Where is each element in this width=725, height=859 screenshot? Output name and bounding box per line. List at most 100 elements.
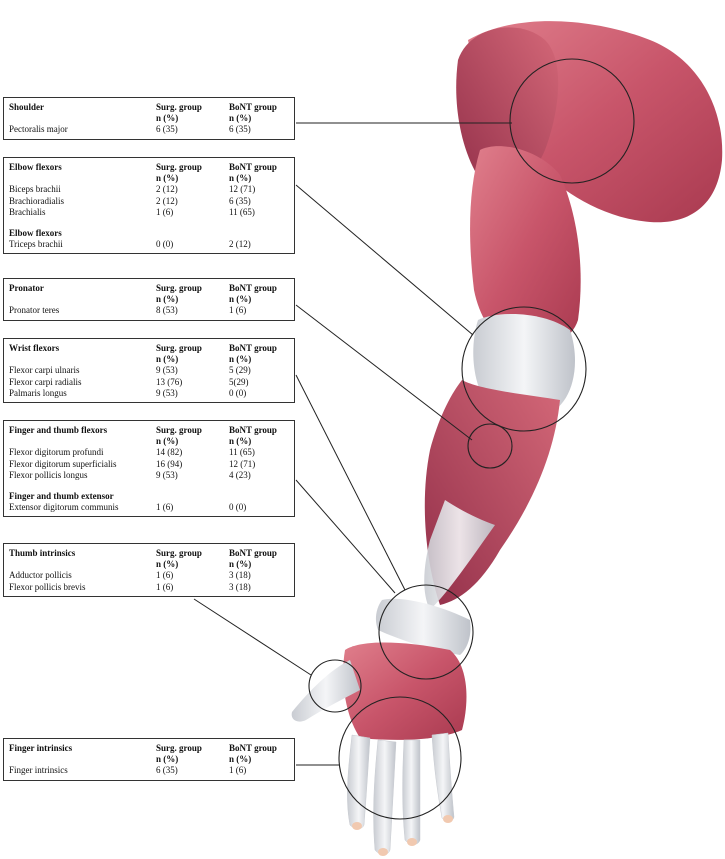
col-header-bont: BoNT group [229, 162, 277, 172]
col-header-surg: Surg. group [156, 425, 202, 435]
bont-value: 0 (0) [229, 502, 247, 513]
col-unit-surg: n (%) [156, 294, 179, 305]
col-unit-bont: n (%) [229, 559, 252, 570]
col-unit-surg: n (%) [156, 173, 179, 184]
col-unit-bont: n (%) [229, 113, 252, 124]
table-subtitle: Finger and thumb extensor [9, 490, 114, 501]
muscle-name: Adductor pollicis [9, 570, 72, 581]
bont-value: 11 (65) [229, 206, 255, 217]
thumb [291, 660, 360, 722]
table-title: Wrist flexors [9, 343, 60, 353]
col-unit-bont: n (%) [229, 436, 252, 447]
surg-value: 0 (0) [156, 239, 174, 250]
bont-value: 4 (23) [229, 469, 251, 480]
table-row: Flexor digitorum superficialis 16 (94) 1… [4, 459, 294, 470]
surg-value: 1 (6) [156, 581, 174, 592]
surg-value: 1 (6) [156, 502, 174, 513]
bont-value: 0 (0) [229, 387, 247, 398]
table-row: Adductor pollicis 1 (6) 3 (18) [4, 570, 294, 581]
bont-value: 11 (65) [229, 447, 255, 458]
col-header-bont: BoNT group [229, 283, 277, 293]
table-row: Extensor digitorum communis 1 (6) 0 (0) [4, 502, 294, 513]
surg-value: 2 (12) [156, 184, 178, 195]
muscle-name: Flexor carpi radialis [9, 376, 82, 387]
col-header-surg: Surg. group [156, 162, 202, 172]
table-row: Biceps brachii 2 (12) 12 (71) [4, 184, 294, 195]
surg-value: 9 (53) [156, 469, 178, 480]
col-header-bont: BoNT group [229, 343, 277, 353]
muscle-name: Pronator teres [9, 305, 60, 316]
surg-value: 8 (53) [156, 305, 178, 316]
surg-value: 1 (6) [156, 570, 174, 581]
muscle-name: Pectoralis major [9, 124, 68, 135]
hand-region-circle [338, 696, 462, 820]
col-header-surg: Surg. group [156, 102, 202, 112]
muscle-name: Flexor digitorum superficialis [9, 458, 117, 469]
muscle-name: Extensor digitorum communis [9, 502, 119, 513]
col-unit-surg: n (%) [156, 436, 179, 447]
table-row: Flexor digitorum profundi 14 (82) 11 (65… [4, 447, 294, 458]
connector-finger-flexors [295, 479, 396, 594]
table-title: Elbow flexors [9, 162, 62, 172]
col-header-bont: BoNT group [229, 548, 277, 558]
bont-value: 5 (29) [229, 365, 251, 376]
surg-value: 16 (94) [156, 458, 183, 469]
table-row: Brachialis 1 (6) 11 (65) [4, 207, 294, 218]
table-title: Shoulder [9, 102, 45, 112]
elbow-flexors-table: Elbow flexors Surg. group BoNT group n (… [3, 157, 295, 255]
muscle-name: Palmaris longus [9, 387, 67, 398]
table-row: Flexor carpi ulnaris 9 (53) 5 (29) [4, 365, 294, 376]
hand-palm [343, 642, 467, 740]
table-row: Flexor carpi radialis 13 (76) 5(29) [4, 377, 294, 388]
muscle-name: Finger intrinsics [9, 765, 68, 776]
table-row: Finger intrinsics 6 (35) 1 (6) [4, 765, 294, 776]
elbow-tendons [473, 314, 575, 416]
col-unit-bont: n (%) [229, 754, 252, 765]
surg-value: 6 (35) [156, 124, 178, 135]
surg-value: 14 (82) [156, 447, 183, 458]
pronator-table: Pronator Surg. group BoNT group n (%) n … [3, 278, 295, 321]
table-title: Pronator [9, 283, 44, 293]
muscle-name: Triceps brachii [9, 239, 63, 250]
col-header-surg: Surg. group [156, 548, 202, 558]
surg-value: 2 (12) [156, 195, 178, 206]
muscle-name: Flexor pollicis longus [9, 469, 88, 480]
col-unit-surg: n (%) [156, 559, 179, 570]
connector-thumb [193, 598, 312, 676]
muscle-name: Flexor digitorum profundi [9, 447, 104, 458]
thumb-region-circle [308, 659, 362, 713]
fingers [347, 732, 455, 855]
table-row: Pectoralis major 6 (35) 6 (35) [4, 124, 294, 135]
muscle-name: Biceps brachii [9, 184, 61, 195]
connector-elbow [295, 184, 474, 336]
pronator-region-circle [467, 423, 513, 469]
col-header-bont: BoNT group [229, 102, 277, 112]
surg-value: 1 (6) [156, 206, 174, 217]
elbow-region-circle [461, 306, 587, 432]
table-row: Flexor pollicis longus 9 (53) 4 (23) [4, 470, 294, 481]
connector-wrist [295, 374, 406, 591]
col-unit-surg: n (%) [156, 754, 179, 765]
muscle-name: Flexor carpi ulnaris [9, 365, 80, 376]
table-row: Brachioradialis 2 (12) 6 (35) [4, 196, 294, 207]
surg-value: 9 (53) [156, 365, 178, 376]
surg-value: 6 (35) [156, 765, 178, 776]
bont-value: 1 (6) [229, 305, 247, 316]
col-header-surg: Surg. group [156, 283, 202, 293]
col-unit-bont: n (%) [229, 354, 252, 365]
finger-intrinsics-table: Finger intrinsics Surg. group BoNT group… [3, 738, 295, 781]
upper-arm-muscles [470, 146, 581, 347]
col-header-bont: BoNT group [229, 425, 277, 435]
forearm-tendons [424, 500, 495, 610]
bont-value: 5(29) [229, 376, 249, 387]
bont-value: 3 (18) [229, 570, 251, 581]
thumb-intrinsics-table: Thumb intrinsics Surg. group BoNT group … [3, 543, 295, 597]
fingernails [352, 815, 453, 856]
table-row: Palmaris longus 9 (53) 0 (0) [4, 388, 294, 399]
table-title: Thumb intrinsics [9, 548, 76, 558]
col-unit-bont: n (%) [229, 294, 252, 305]
bont-value: 12 (71) [229, 184, 256, 195]
bont-value: 2 (12) [229, 239, 251, 250]
table-row: Flexor pollicis brevis 1 (6) 3 (18) [4, 582, 294, 593]
muscle-name: Brachialis [9, 206, 46, 217]
